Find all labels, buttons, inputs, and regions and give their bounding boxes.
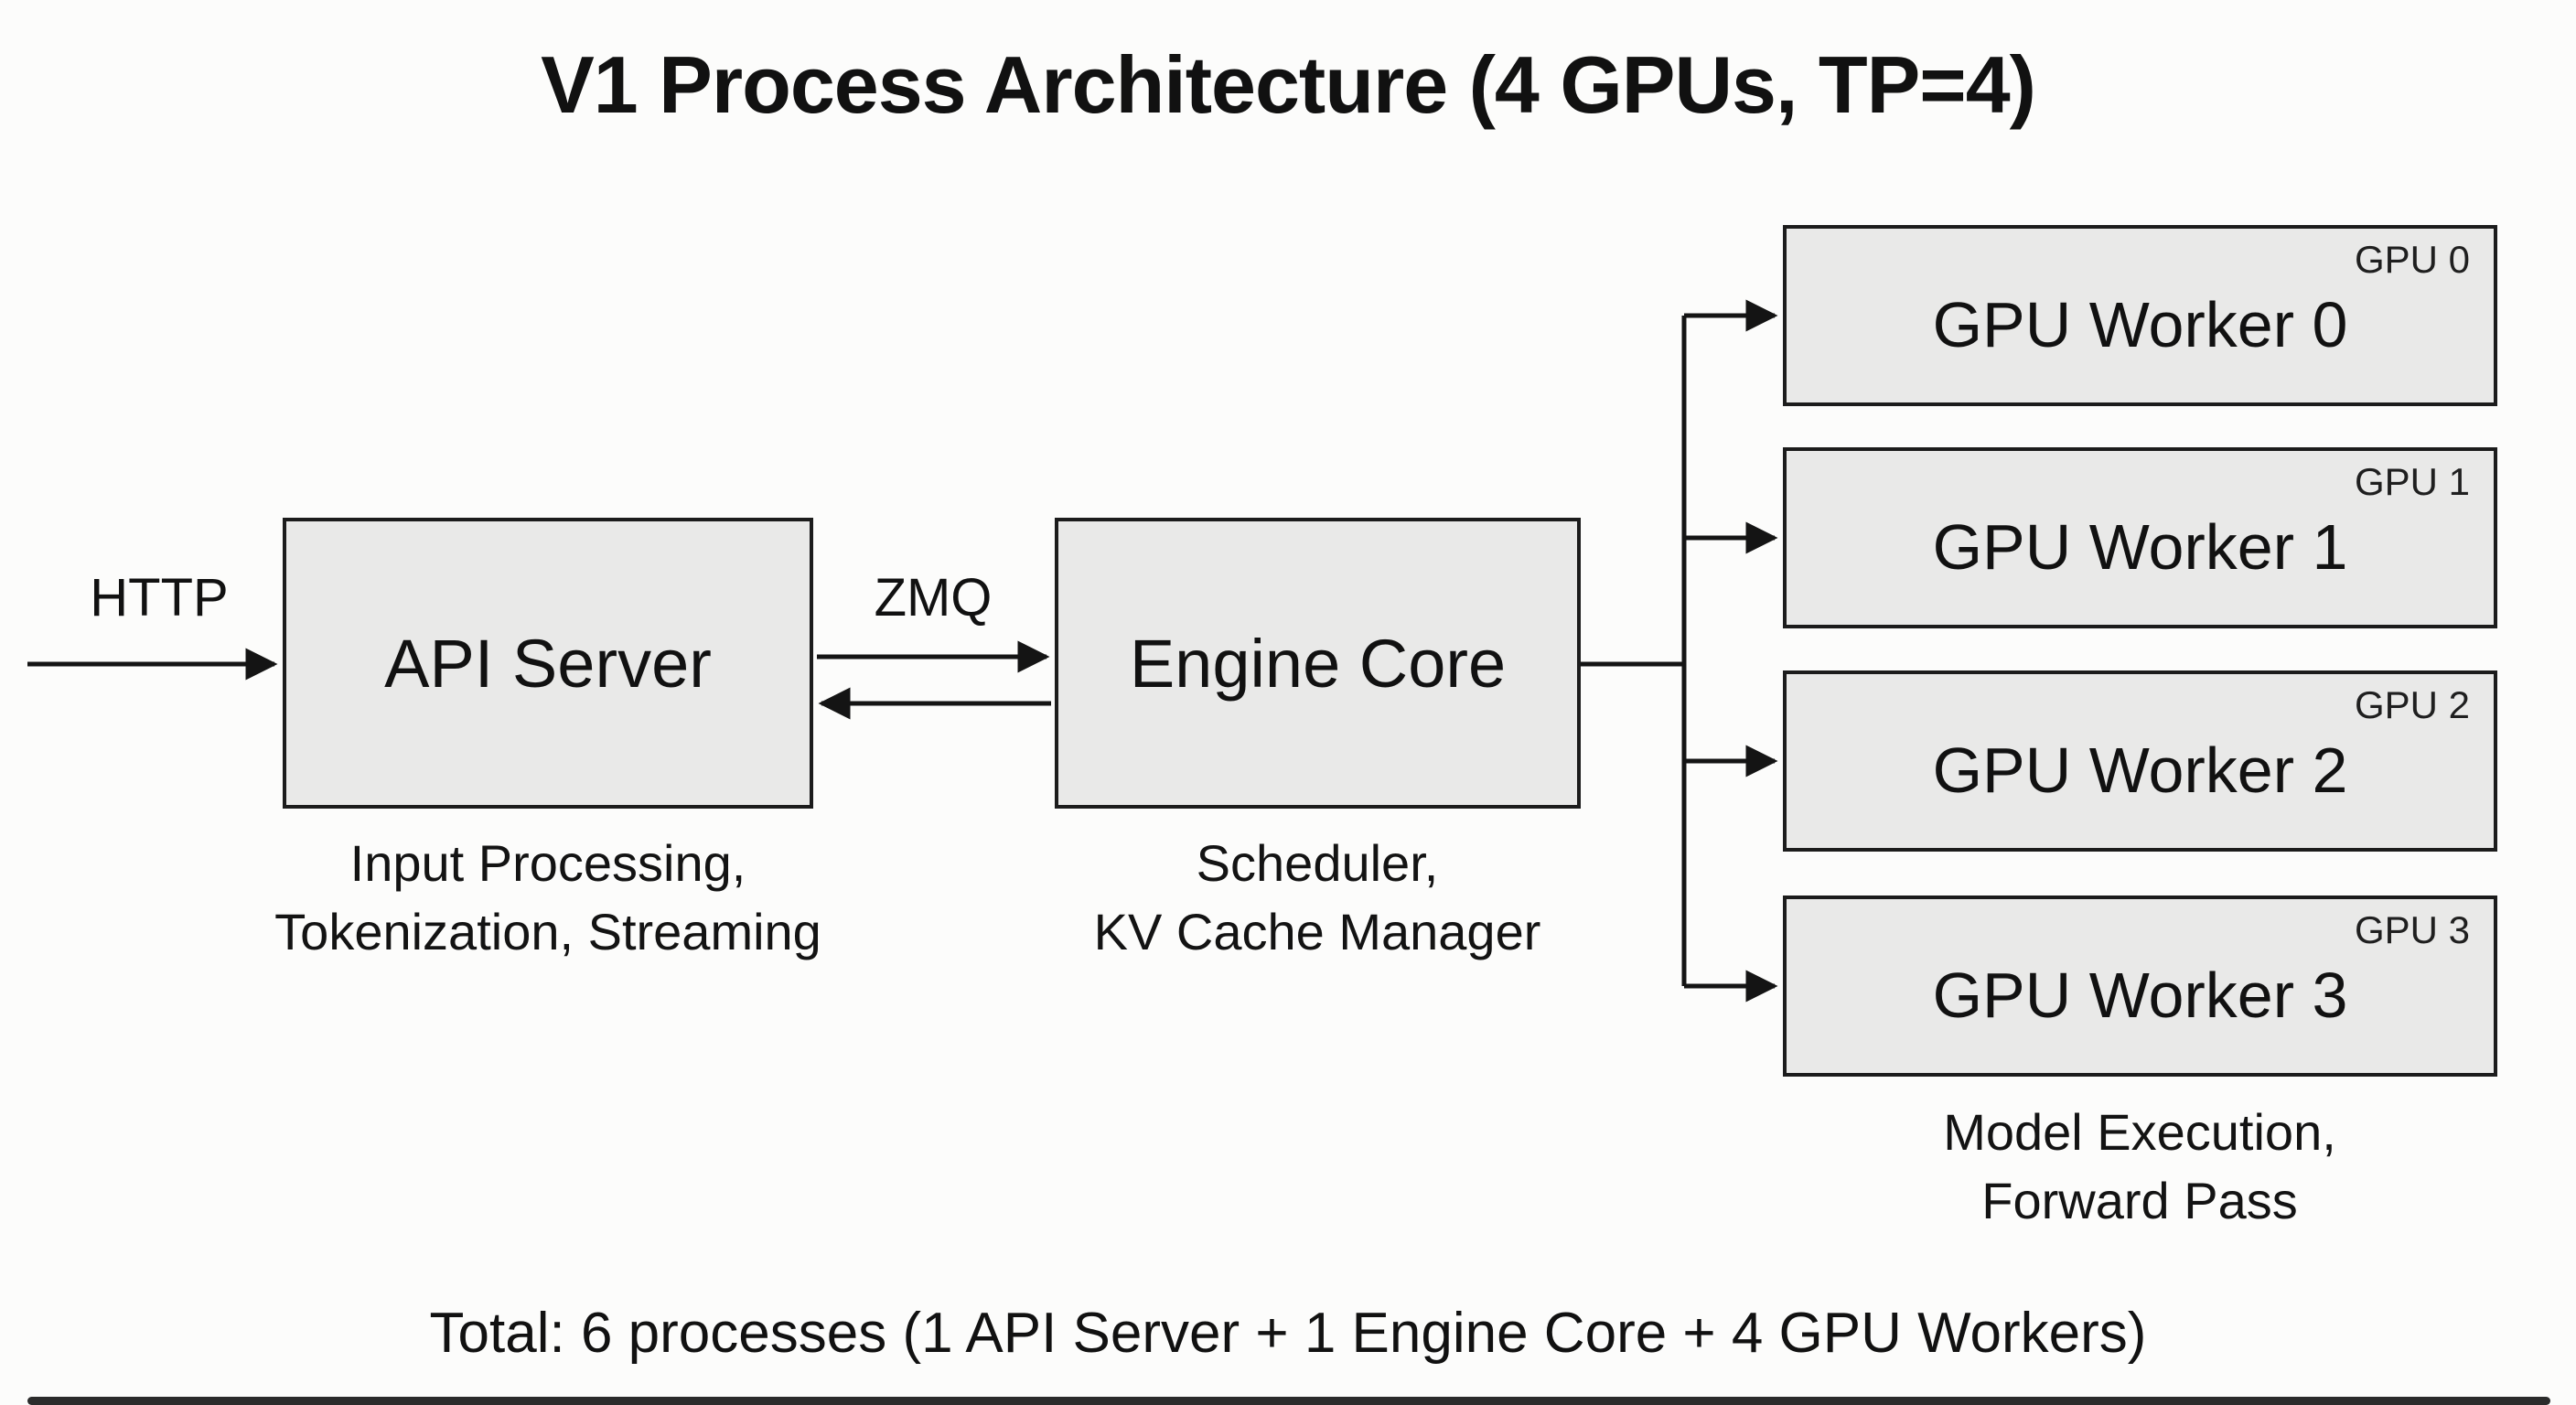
- gpu-1-tag: GPU 1: [2354, 460, 2470, 503]
- engine-core-box: Engine Core: [1055, 518, 1581, 809]
- gpu-worker-1-label: GPU Worker 1: [1932, 511, 2348, 583]
- gpu-worker-3-label: GPU Worker 3: [1932, 960, 2348, 1031]
- gpu-worker-1-box: GPU 1 GPU Worker 1: [1783, 447, 2497, 628]
- gpu-2-tag: GPU 2: [2354, 683, 2470, 726]
- api-server-caption: Input Processing, Tokenization, Streamin…: [200, 829, 896, 966]
- gpu-worker-2-label: GPU Worker 2: [1932, 735, 2348, 806]
- gpu-workers-caption-line2: Forward Pass: [1981, 1172, 2298, 1230]
- gpu-workers-caption: Model Execution, Forward Pass: [1792, 1098, 2487, 1235]
- zmq-edge-label: ZMQ: [874, 568, 993, 627]
- gpu-0-tag: GPU 0: [2354, 238, 2470, 281]
- engine-core-label: Engine Core: [1129, 625, 1507, 702]
- engine-core-caption-line2: KV Cache Manager: [1093, 903, 1541, 961]
- engine-core-caption-line1: Scheduler,: [1196, 834, 1439, 892]
- api-server-caption-line1: Input Processing,: [349, 834, 746, 892]
- gpu-workers-caption-line1: Model Execution,: [1943, 1103, 2336, 1161]
- diagram-title: V1 Process Architecture (4 GPUs, TP=4): [541, 39, 2036, 130]
- total-processes-summary: Total: 6 processes (1 API Server + 1 Eng…: [429, 1302, 2147, 1365]
- api-server-label: API Server: [384, 625, 712, 702]
- bottom-edge-bar: [27, 1397, 2550, 1405]
- gpu-worker-2-box: GPU 2 GPU Worker 2: [1783, 670, 2497, 852]
- gpu-worker-0-box: GPU 0 GPU Worker 0: [1783, 225, 2497, 406]
- gpu-worker-0-label: GPU Worker 0: [1932, 289, 2348, 360]
- engine-core-caption: Scheduler, KV Cache Manager: [970, 829, 1665, 966]
- api-server-box: API Server: [283, 518, 813, 809]
- gpu-3-tag: GPU 3: [2354, 908, 2470, 951]
- api-server-caption-line2: Tokenization, Streaming: [274, 903, 821, 961]
- gpu-worker-3-box: GPU 3 GPU Worker 3: [1783, 896, 2497, 1077]
- http-edge-label: HTTP: [90, 568, 229, 627]
